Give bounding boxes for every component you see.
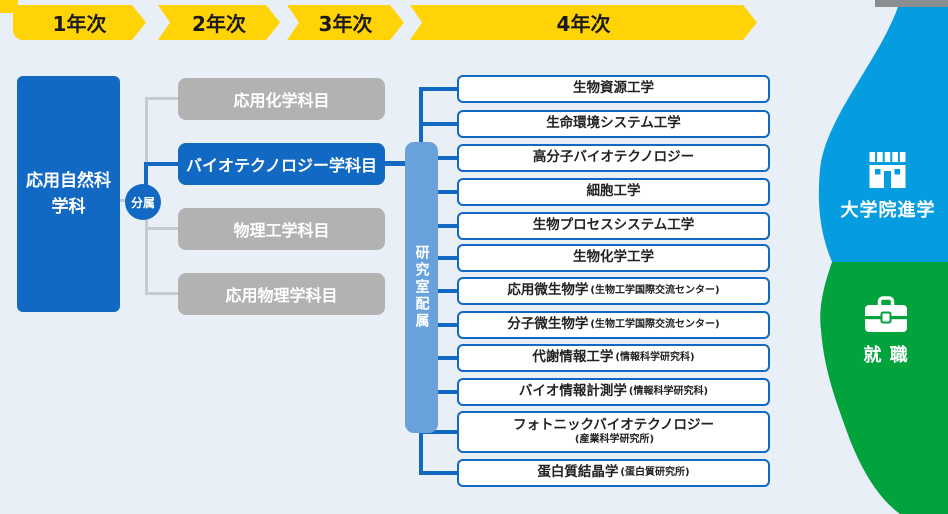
lab-box-8: 分子微生物学 (生物工学国際交流センター): [457, 311, 770, 339]
lab-box-2: 生命環境システム工学: [457, 110, 770, 138]
department-name-line2: 学科: [51, 197, 86, 217]
lab-note: (情報科学研究科): [615, 352, 695, 364]
lab-note: (生物工学国際交流センター): [590, 285, 720, 297]
lab-name: 生物資源工学: [573, 80, 654, 97]
lab-note: (蛋白質研究所): [620, 467, 690, 479]
banner-year-4-label: 4年次: [556, 12, 611, 36]
lab-name: 生物プロセスシステム工学: [532, 217, 695, 234]
banner-year-1: 1年次: [13, 5, 146, 40]
banner-year-2-label: 2年次: [192, 12, 246, 36]
lab-name: バイオ情報計測学: [518, 383, 627, 400]
employment-blob: [820, 262, 948, 514]
department-box: 応用自然科 学科: [17, 76, 120, 312]
connector-branch-to-biotech: [145, 162, 178, 166]
connector-to-lab-2: [421, 122, 457, 126]
course-label: 応用化学科目: [233, 91, 330, 110]
connector-to-lab-3: [421, 156, 457, 160]
lab-box-9: 代謝情報工学 (情報科学研究科): [457, 344, 770, 372]
lab-assignment-label: 研究室配属: [413, 245, 430, 330]
connector-to-lab-4: [421, 190, 457, 194]
lab-box-12: 蛋白質結晶学 (蛋白質研究所): [457, 459, 770, 487]
department-name-line1: 応用自然科: [26, 170, 111, 191]
lab-name: 生命環境システム工学: [546, 115, 681, 132]
connector-to-lab-9: [421, 356, 457, 360]
lab-note: (情報科学研究科): [628, 386, 709, 398]
connector-to-lab-1: [421, 87, 457, 91]
lab-name: 代謝情報工学: [532, 349, 614, 366]
university-building-icon: [869, 152, 906, 188]
connector-biotech-to-lab-bar: [385, 161, 407, 166]
lab-note: (産業科学研究所): [574, 434, 655, 445]
lab-box-6: 生物化学工学: [457, 244, 770, 272]
course-applied-chemistry: 応用化学科目: [178, 78, 385, 120]
course-biotechnology: バイオテクノロジー学科目: [178, 143, 385, 185]
branch-assignment-label: 分属: [130, 195, 155, 210]
connector-to-lab-8: [421, 323, 457, 327]
course-label: 物理工学科目: [233, 221, 330, 240]
lab-assignment-bar: 研究室配属: [405, 142, 438, 433]
lab-box-10: バイオ情報計測学 (情報科学研究科): [457, 378, 770, 406]
connector-to-lab-7: [421, 289, 457, 293]
course-label: 応用物理学科目: [225, 286, 338, 305]
top-gray-bar: [875, 0, 948, 7]
connector-to-course-3: [145, 227, 178, 230]
connector-to-lab-5: [421, 224, 457, 228]
banner-year-1-label: 1年次: [52, 12, 107, 36]
briefcase-icon: [865, 296, 907, 332]
lab-name: 蛋白質結晶学: [537, 464, 619, 481]
course-applied-physics: 応用物理学科目: [178, 273, 385, 315]
graduate-school-label: 大学院進学: [840, 200, 936, 221]
course-label: バイオテクノロジー学科目: [185, 156, 378, 175]
lab-name: 応用微生物学: [507, 282, 589, 299]
connector-to-course-4: [145, 292, 178, 295]
lab-note: (生物工学国際交流センター): [590, 319, 720, 331]
lab-box-5: 生物プロセスシステム工学: [457, 212, 770, 240]
lab-box-11: フォトニックバイオテクノロジー (産業科学研究所): [457, 411, 770, 453]
lab-name: フォトニックバイオテクノロジー: [512, 417, 714, 434]
connector-to-course-1: [145, 97, 178, 100]
lab-box-1: 生物資源工学: [457, 75, 770, 103]
employment-label: 就 職: [863, 345, 909, 366]
graduate-school-blob: [818, 7, 948, 262]
banner-year-3-label: 3年次: [318, 12, 373, 36]
lab-name: 生物化学工学: [573, 249, 654, 266]
connector-branch-to-biotech-vertical: [144, 162, 148, 202]
branch-assignment-circle: 分属: [125, 184, 161, 220]
connector-to-lab-6: [421, 256, 457, 260]
lab-box-4: 細胞工学: [457, 178, 770, 206]
lab-box-7: 応用微生物学 (生物工学国際交流センター): [457, 277, 770, 305]
lab-name: 細胞工学: [586, 183, 641, 200]
connector-to-lab-11: [421, 430, 457, 434]
lab-name: 高分子バイオテクノロジー: [532, 149, 695, 166]
connector-to-lab-12: [421, 471, 457, 475]
banner-year-3: 3年次: [287, 5, 404, 40]
banner-year-4: 4年次: [410, 5, 757, 40]
lab-name: 分子微生物学: [507, 316, 589, 333]
banner-year-2: 2年次: [158, 5, 280, 40]
connector-to-lab-10: [421, 390, 457, 394]
course-physical-engineering: 物理工学科目: [178, 208, 385, 250]
lab-box-3: 高分子バイオテクノロジー: [457, 144, 770, 172]
